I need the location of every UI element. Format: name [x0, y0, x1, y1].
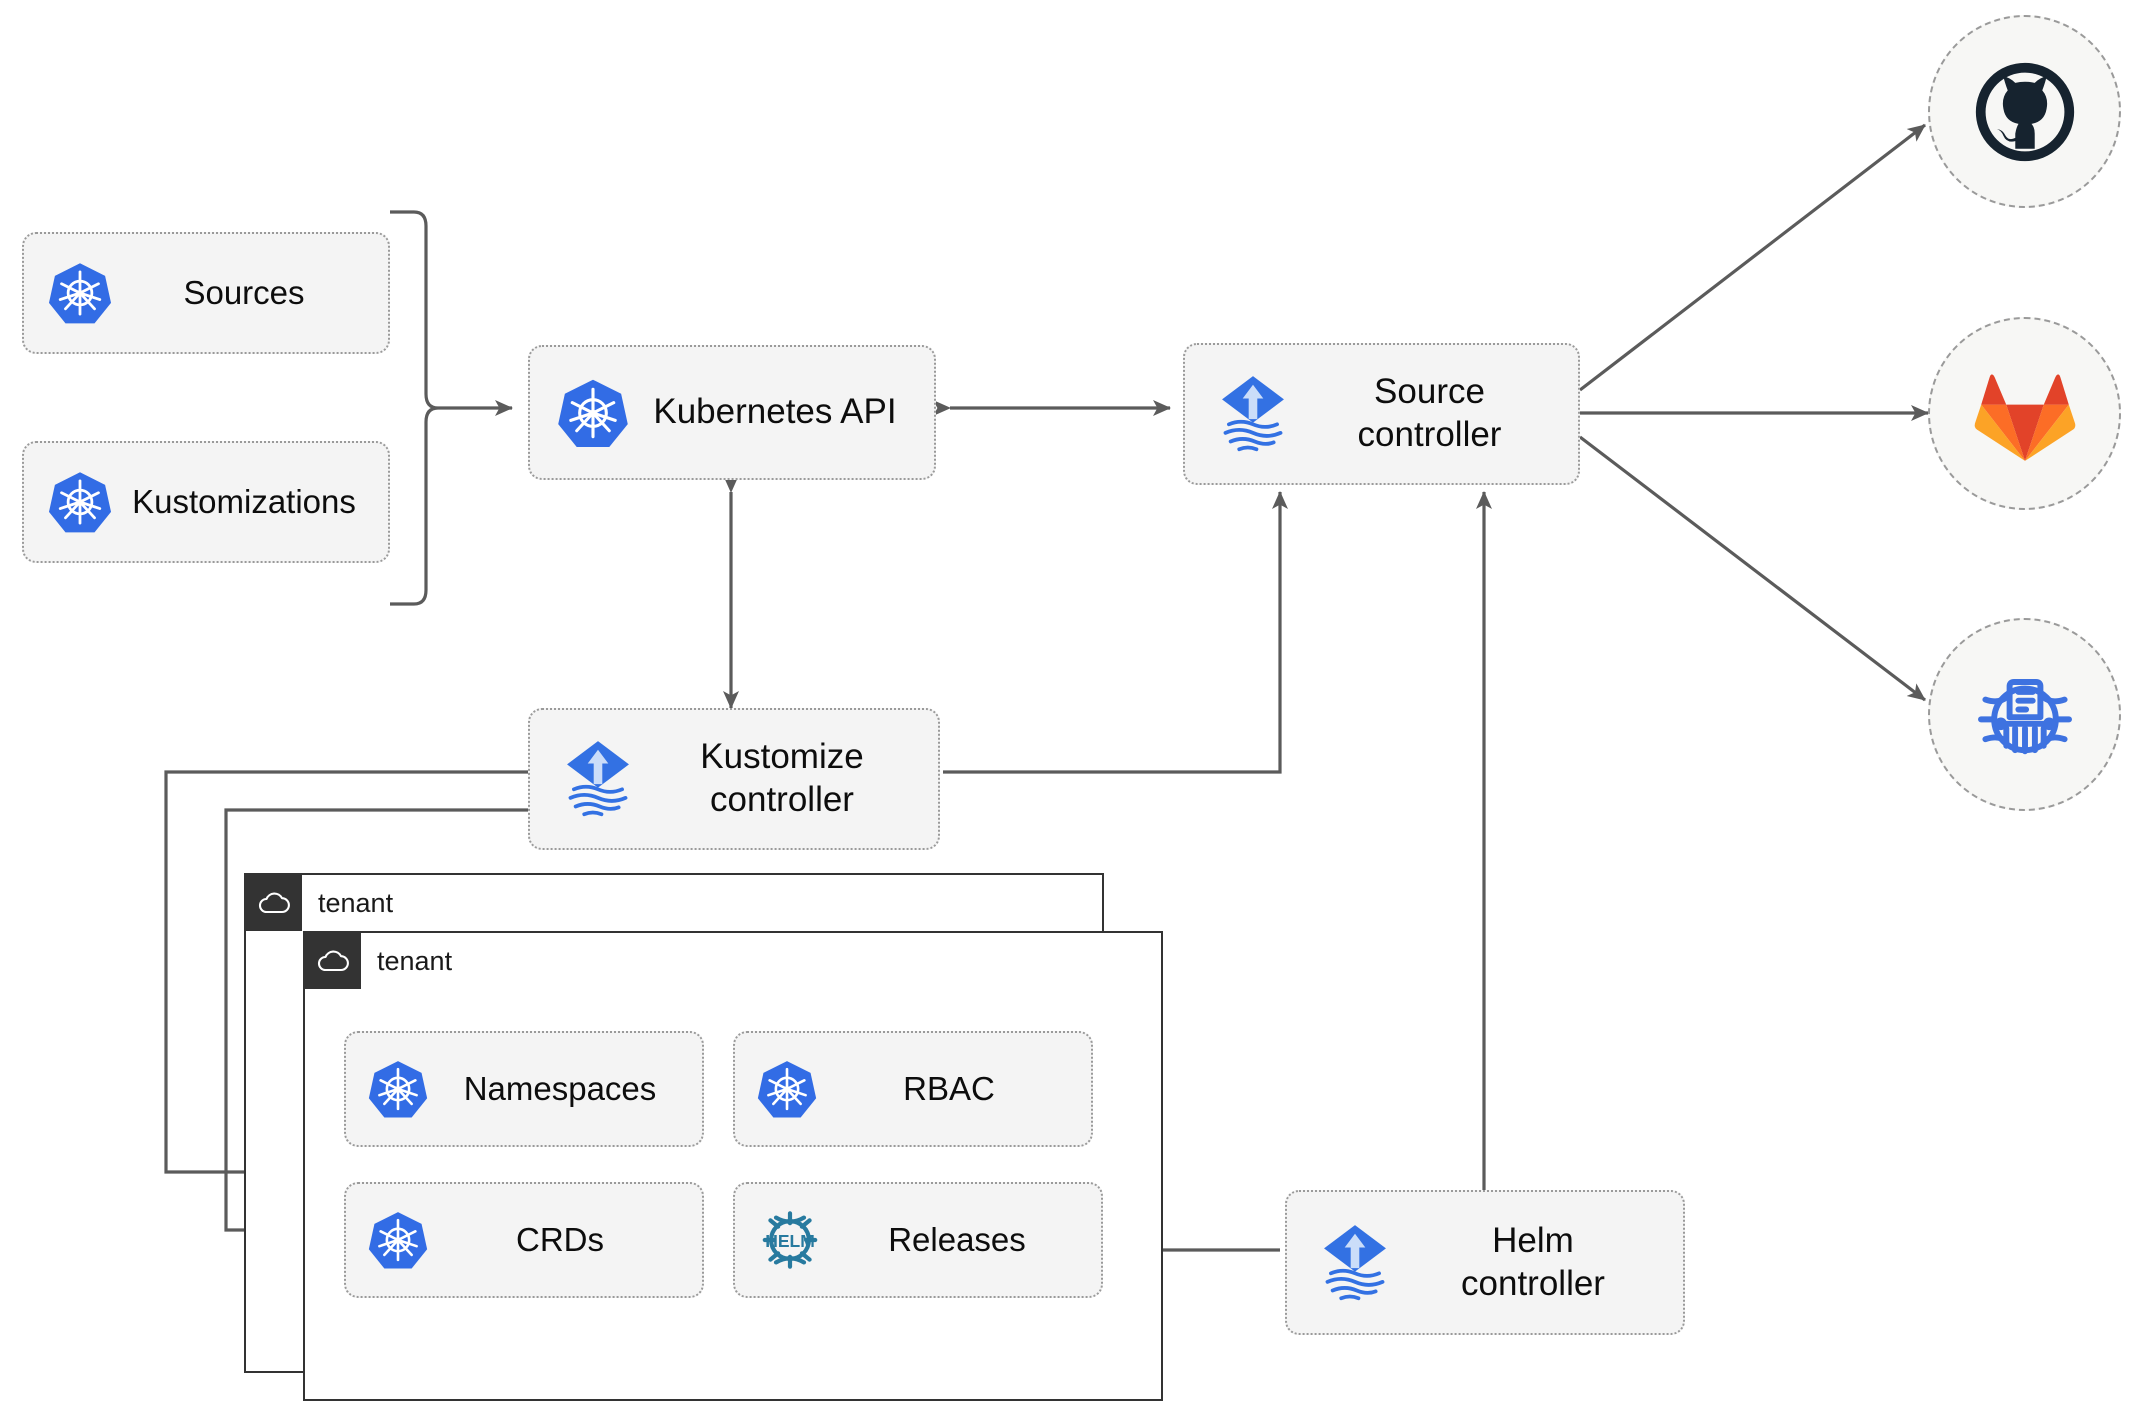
node-label: RBAC — [903, 1069, 995, 1107]
node-label: CRDs — [516, 1220, 604, 1258]
external-source-gitlab[interactable] — [1928, 317, 2121, 510]
tenant-titlebar: tenant — [246, 875, 393, 931]
node-crds[interactable]: CRDs — [344, 1182, 704, 1298]
node-kustomize-controller[interactable]: Kustomize controller — [528, 708, 940, 850]
flux-icon — [1307, 1220, 1403, 1306]
node-label: Kustomizations — [132, 482, 356, 520]
node-rbac[interactable]: RBAC — [733, 1031, 1093, 1147]
edge-source-helmrepo — [1579, 435, 1926, 702]
tenant-label: tenant — [377, 945, 453, 976]
node-releases[interactable]: HELM Releases — [733, 1182, 1103, 1298]
external-source-github[interactable] — [1928, 15, 2121, 208]
node-label: Kubernetes API — [653, 392, 897, 432]
node-label: Helm controller — [1461, 1220, 1605, 1303]
edge-kustomize-source — [943, 491, 1288, 774]
kubernetes-icon — [42, 469, 118, 535]
kubernetes-icon — [42, 260, 118, 326]
helm-repository-icon — [1977, 678, 2072, 754]
edge-bracket — [390, 210, 439, 606]
tenant-window-front[interactable]: tenant — [303, 931, 1163, 1401]
kubernetes-icon — [362, 1209, 434, 1271]
flux-icon — [1205, 371, 1301, 457]
gitlab-icon — [1974, 373, 2075, 461]
svg-text:HELM: HELM — [765, 1231, 815, 1251]
node-label: Sources — [183, 273, 305, 311]
node-kustomizations[interactable]: Kustomizations — [22, 441, 390, 563]
node-kubernetes-api[interactable]: Kubernetes API — [528, 345, 936, 480]
node-sources[interactable]: Sources — [22, 232, 390, 354]
node-namespaces[interactable]: Namespaces — [344, 1031, 704, 1147]
tenant-label: tenant — [318, 887, 394, 918]
edge-source-github — [1579, 123, 1926, 392]
github-icon — [1975, 62, 2074, 161]
tenant-titlebar: tenant — [305, 933, 452, 989]
kubernetes-icon — [550, 376, 636, 450]
flux-icon — [550, 736, 646, 822]
kubernetes-icon — [751, 1058, 823, 1120]
cloud-icon — [305, 933, 361, 989]
node-label: Namespaces — [463, 1069, 657, 1107]
node-label: Source controller — [1357, 372, 1502, 454]
node-source-controller[interactable]: Source controller — [1183, 343, 1580, 485]
node-label: Kustomize controller — [700, 737, 864, 819]
cloud-icon — [246, 875, 302, 931]
external-source-helm-repository[interactable] — [1928, 618, 2121, 811]
node-helm-controller[interactable]: Helm controller — [1285, 1190, 1685, 1335]
node-label: Releases — [888, 1220, 1026, 1258]
kubernetes-icon — [362, 1058, 434, 1120]
helm-icon: HELM — [751, 1205, 829, 1275]
